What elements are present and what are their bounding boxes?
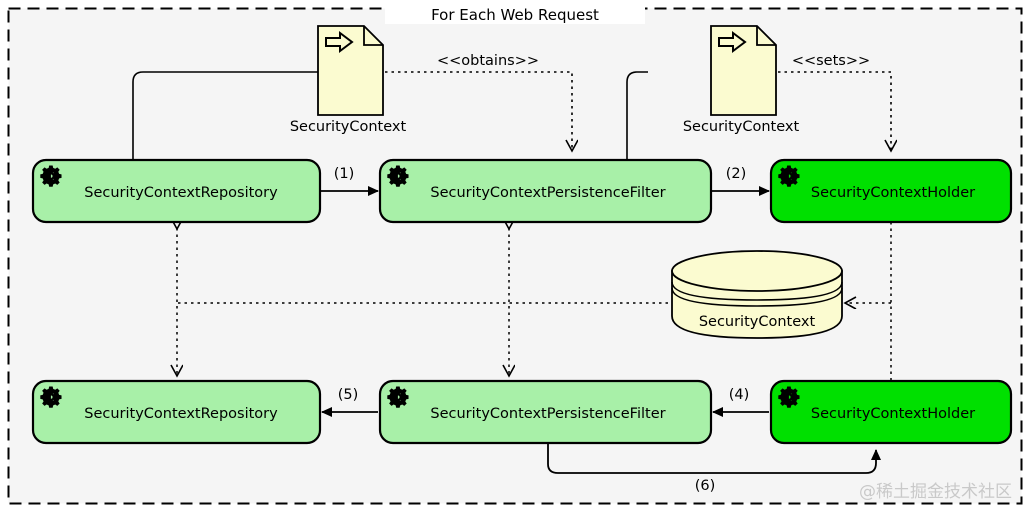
frame-title: For Each Web Request <box>431 6 599 24</box>
edge-2-label: (2) <box>726 166 747 182</box>
bottom-persistence-filter-box <box>378 379 713 445</box>
connector-artifact-left-to-repository <box>132 71 318 160</box>
component-gear-icon <box>777 164 801 188</box>
top-persistence-filter-node[interactable]: SecurityContextPersistenceFilter <box>378 158 713 224</box>
bottom-holder-node[interactable]: SecurityContextHolder <box>769 379 1013 445</box>
bottom-persistence-filter-label: SecurityContextPersistenceFilter <box>430 406 665 422</box>
top-persistence-filter-box <box>378 158 713 224</box>
artifact-right[interactable]: SecurityContext <box>683 25 800 135</box>
artifact-left-shape <box>317 25 384 116</box>
bottom-persistence-filter-node[interactable]: SecurityContextPersistenceFilter <box>378 379 713 445</box>
component-gear-icon <box>386 385 410 409</box>
artifact-left-fold <box>363 26 383 46</box>
artifact-arrow-icon <box>325 31 354 53</box>
artifact-right-fold <box>756 26 776 46</box>
top-holder-node[interactable]: SecurityContextHolder <box>769 158 1013 224</box>
stereotype-obtains-label: <<obtains>> <box>437 53 539 69</box>
frame-title-backdrop <box>385 2 645 24</box>
database-securitycontext[interactable]: SecurityContext <box>671 250 843 339</box>
database-label: SecurityContext <box>699 314 816 330</box>
database-cylinder-icon <box>671 250 843 292</box>
database-band-2 <box>671 287 843 307</box>
component-gear-icon <box>386 164 410 188</box>
top-repository-label: SecurityContextRepository <box>84 185 278 201</box>
component-gear-icon <box>39 385 63 409</box>
component-gear-icon <box>39 164 63 188</box>
edge-6-label: (6) <box>695 478 716 494</box>
component-gear-icon <box>777 385 801 409</box>
artifact-left[interactable]: SecurityContext <box>290 25 407 135</box>
bottom-holder-box <box>769 379 1013 445</box>
watermark: @稀土掘金技术社区 <box>859 482 1012 502</box>
bottom-repository-label: SecurityContextRepository <box>84 406 278 422</box>
dependency-sets <box>778 71 891 150</box>
top-holder-label: SecurityContextHolder <box>811 185 975 201</box>
database-band-1 <box>671 281 843 301</box>
edge-4-label: (4) <box>729 387 750 403</box>
edge-5-label: (5) <box>338 387 359 403</box>
artifact-right-shape <box>710 25 777 116</box>
connector-artifact-right-to-filter <box>626 71 648 160</box>
bottom-repository-node[interactable]: SecurityContextRepository <box>31 379 322 445</box>
bottom-repository-box <box>31 379 322 445</box>
artifact-arrow-icon <box>718 31 747 53</box>
edge-1-label: (1) <box>334 166 355 182</box>
stereotype-sets-label: <<sets>> <box>792 53 870 69</box>
edge-6-arrow <box>547 444 881 474</box>
top-persistence-filter-label: SecurityContextPersistenceFilter <box>430 185 665 201</box>
artifact-right-label: SecurityContext <box>683 119 800 135</box>
artifact-left-label: SecurityContext <box>290 119 407 135</box>
top-repository-box <box>31 158 322 224</box>
top-repository-node[interactable]: SecurityContextRepository <box>31 158 322 224</box>
bottom-holder-label: SecurityContextHolder <box>811 406 975 422</box>
top-holder-box <box>769 158 1013 224</box>
